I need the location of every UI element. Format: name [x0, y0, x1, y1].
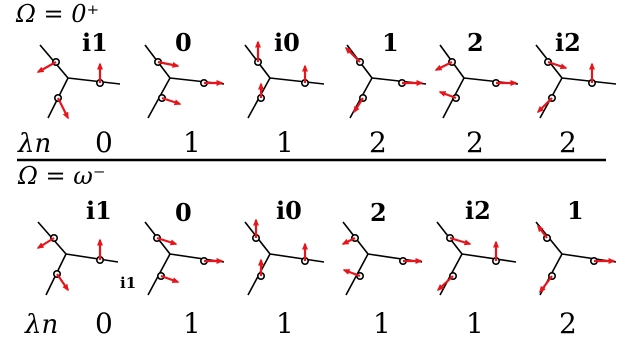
lambda-value: 2	[369, 126, 387, 159]
lambda-value: 1	[276, 307, 294, 340]
lambda-symbol-row2: λn	[24, 310, 58, 340]
mode-label: i0	[274, 28, 300, 57]
junction-diagrams-row1	[36, 40, 617, 120]
mode-label: 2	[467, 28, 484, 57]
lambda-values-row1: 0 1 1 2 2 2	[95, 126, 577, 159]
lambda-value: 1	[373, 307, 391, 340]
mode-label: i2	[555, 28, 581, 57]
mode-label: 0	[175, 28, 192, 57]
mode-labels-row1: i1 0 i0 1 2 i2	[82, 28, 581, 57]
lambda-value: 2	[559, 126, 577, 159]
mode-label: i0	[276, 196, 302, 225]
lambda-symbol-row1: λn	[17, 129, 51, 159]
mode-label: 1	[382, 28, 399, 57]
mode-label: 2	[370, 198, 387, 227]
lambda-value: 1	[183, 126, 201, 159]
junction-diagrams-row2	[36, 218, 617, 296]
mode-label: 0	[175, 198, 192, 227]
junction-diagram	[244, 40, 325, 119]
junction-diagram	[144, 44, 225, 119]
junction-diagram	[344, 44, 427, 119]
lambda-value: 1	[276, 126, 294, 159]
junction-diagram	[244, 218, 325, 296]
junction-diagram	[36, 44, 121, 120]
mode-label: i1	[86, 196, 112, 225]
lambda-value: 0	[95, 307, 113, 340]
extra-label-row2: i1	[120, 274, 136, 292]
junction-diagram	[434, 44, 519, 119]
lambda-value: 1	[183, 307, 201, 340]
lambda-value: 2	[559, 307, 577, 340]
mode-label: i1	[82, 28, 108, 57]
junction-diagram	[341, 221, 423, 296]
omega-label-row2: Ω = ω⁻	[17, 162, 106, 190]
junction-diagram	[436, 221, 517, 296]
junction-diagram	[535, 221, 617, 296]
omega-label-row1: Ω = 0⁺	[15, 0, 99, 28]
mode-label: 1	[567, 196, 584, 225]
mode-labels-row2: i1 0 i0 2 i2 1	[86, 196, 584, 227]
lambda-value: 2	[466, 126, 484, 159]
mode-label: i2	[465, 196, 491, 225]
junction-diagram	[144, 221, 225, 296]
lambda-value: 1	[466, 307, 484, 340]
junction-diagram	[36, 221, 119, 296]
lambda-values-row2: 0 1 1 1 1 2	[95, 307, 577, 340]
junction-diagram	[535, 44, 617, 119]
lambda-value: 0	[95, 126, 113, 159]
